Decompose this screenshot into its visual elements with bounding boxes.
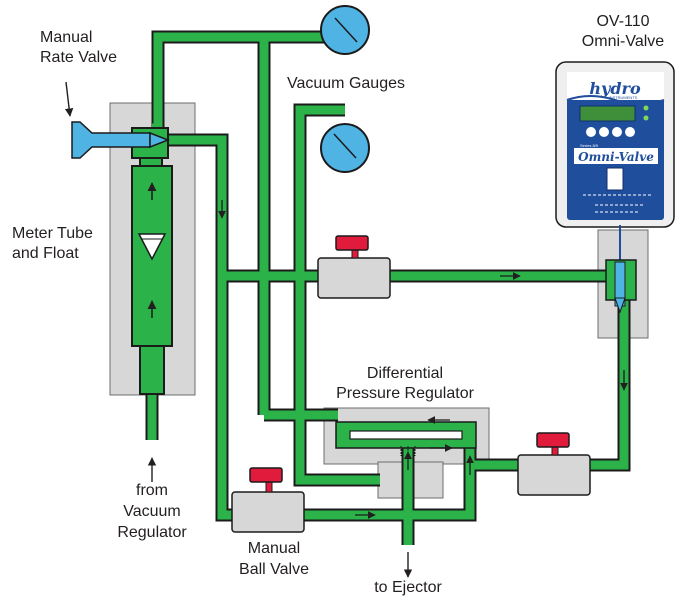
product-text: Omni-Valve [578, 150, 654, 164]
flow-arrows [218, 200, 628, 519]
label-pressure-regulator: Pressure Regulator [336, 385, 474, 402]
label-to-ejector: to Ejector [374, 579, 442, 596]
label-vacuum-gauges: Vacuum Gauges [287, 75, 405, 92]
diff-pressure-regulator [335, 421, 477, 456]
label-from: from [136, 482, 168, 499]
vacuum-gauge-bottom [320, 123, 370, 173]
label-vacuum: Vacuum [123, 503, 181, 520]
label-ov-model: OV-110 [596, 13, 650, 30]
manual-rate-valve [71, 121, 171, 159]
label-ball-manual: Manual [247, 540, 301, 557]
series-text: Series 8/9 [580, 143, 599, 148]
float-icon [137, 233, 167, 261]
brand-sub-text: INSTRUMENTS [609, 95, 638, 100]
label-manual: Manual [40, 29, 93, 46]
manual-ball-valve [231, 467, 305, 533]
label-differential: Differential [366, 365, 444, 382]
brand-logo-text: hydro [589, 79, 641, 98]
label-rate-valve: Rate Valve [40, 49, 118, 66]
label-regulator: Regulator [117, 524, 187, 541]
label-arrows [64, 81, 413, 578]
inline-valve-top [317, 235, 391, 299]
inline-valve-right [517, 432, 591, 496]
label-meter-tube: Meter Tube [12, 225, 93, 242]
label-and-float: and Float [12, 245, 79, 262]
label-ball-valve: Ball Valve [239, 561, 309, 578]
omni-valve-outlet [605, 225, 637, 314]
label-ov-name: Omni-Valve [581, 33, 665, 50]
meter-tube [131, 127, 173, 395]
omni-valve-controller [555, 61, 675, 228]
vacuum-gauge-top [320, 5, 370, 55]
